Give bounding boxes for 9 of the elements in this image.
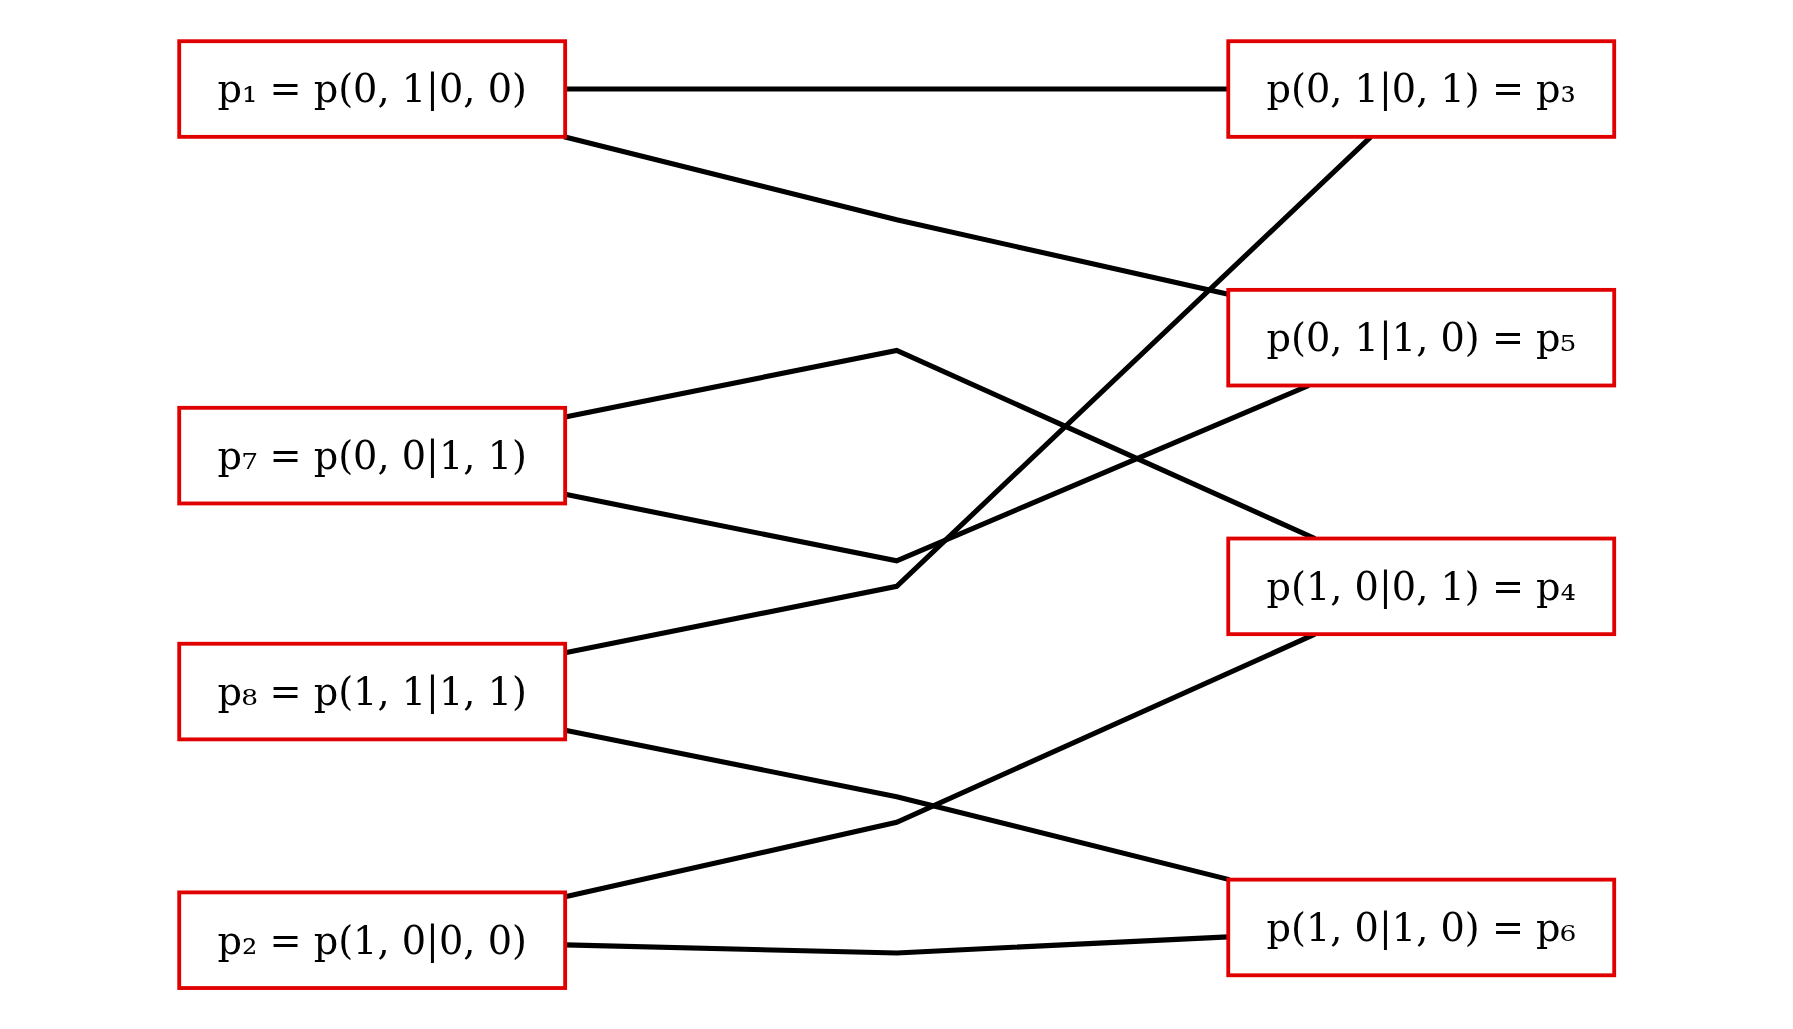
node-box: p(1, 0|1, 0) = p₆ <box>1226 877 1616 978</box>
connector <box>564 134 1373 656</box>
node-box: p₂ = p(1, 0|0, 0) <box>177 890 567 990</box>
node-box: p₈ = p(1, 1|1, 1) <box>177 641 567 742</box>
node-box: p(0, 1|0, 1) = p₃ <box>1226 39 1616 139</box>
node-box: p(0, 1|1, 0) = p₅ <box>1226 287 1616 388</box>
node-box: p₇ = p(0, 0|1, 1) <box>177 405 567 506</box>
node-box: p(1, 0|0, 1) = p₄ <box>1226 536 1616 636</box>
node-box: p₁ = p(0, 1|0, 0) <box>177 39 567 139</box>
